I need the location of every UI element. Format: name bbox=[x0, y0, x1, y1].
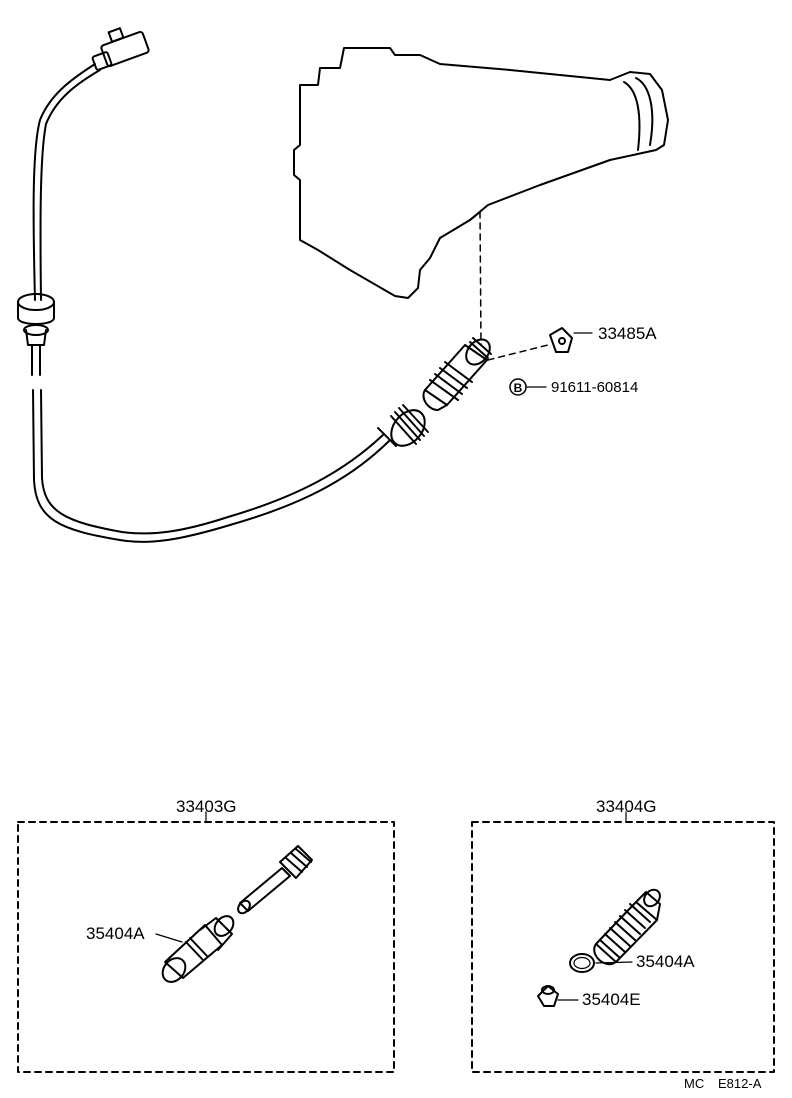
label-35404E: 35404E bbox=[582, 990, 641, 1009]
label-33485A: 33485A bbox=[598, 324, 657, 343]
footer-code: E812-A bbox=[718, 1076, 762, 1091]
speedometer-cable bbox=[17, 27, 429, 543]
label-35404A-left: 35404A bbox=[86, 924, 145, 943]
callout-leader-35404A-right bbox=[595, 961, 633, 964]
bolt-marker-91611 bbox=[509, 378, 547, 396]
cable-connector-plug bbox=[91, 27, 150, 71]
bolt-marker-letter: B bbox=[514, 381, 523, 395]
o-ring-35404A bbox=[569, 953, 595, 973]
transmission-housing bbox=[293, 47, 669, 299]
plate-guide-line bbox=[487, 344, 549, 361]
cable-end-nut bbox=[377, 404, 429, 447]
label-33404G: 33404G bbox=[596, 797, 657, 816]
driven-gear-sleeve bbox=[422, 337, 492, 411]
label-33403G: 33403G bbox=[176, 797, 237, 816]
sub-assembly-box-33404G bbox=[471, 811, 775, 1073]
footer-code-prefix: MC bbox=[684, 1076, 705, 1091]
assembly-guide-line bbox=[479, 211, 482, 346]
sleeve-35404A-left bbox=[161, 915, 235, 983]
callout-leader-35404A-left bbox=[155, 933, 183, 943]
oil-seal-35404E bbox=[537, 985, 559, 1007]
label-91611-60814: 91611-60814 bbox=[551, 379, 639, 396]
driven-gear-shaft bbox=[237, 845, 313, 915]
lock-plate-33485A bbox=[549, 327, 573, 353]
sub-assembly-box-33403G bbox=[17, 811, 395, 1073]
cable-grommet bbox=[17, 293, 55, 346]
label-35404A-right: 35404A bbox=[636, 952, 695, 971]
sleeve-threaded bbox=[593, 888, 661, 966]
